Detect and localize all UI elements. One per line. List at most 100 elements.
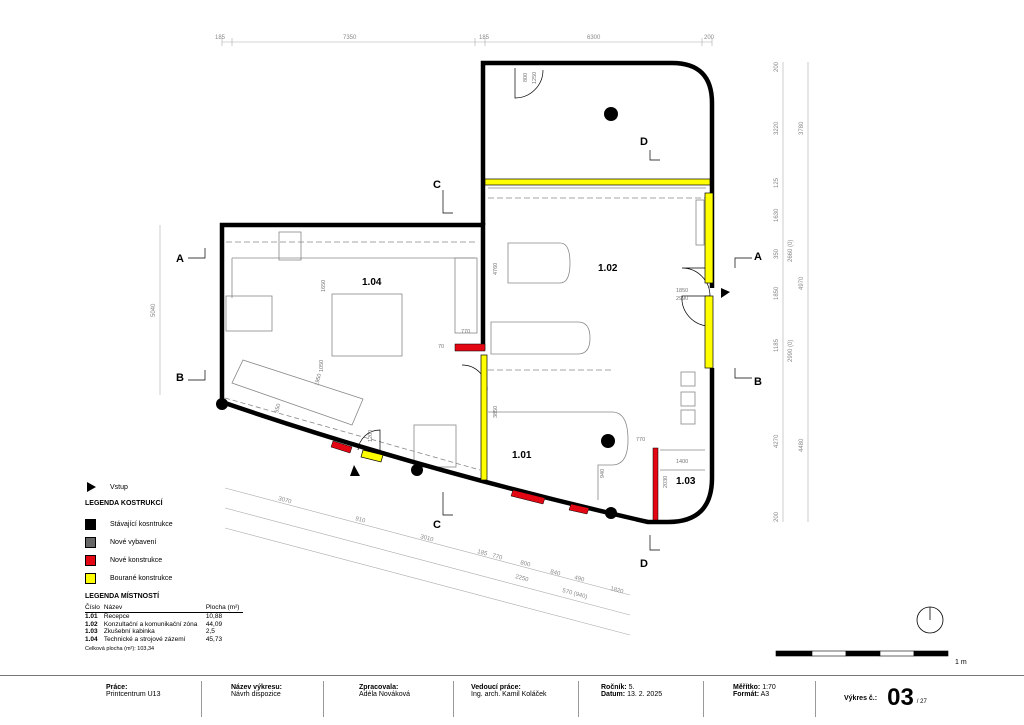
furniture xyxy=(224,187,706,500)
dim-top-2: 7350 xyxy=(343,35,357,41)
tb-supervisor: Vedoucí práce: Ing. arch. Kamil Koláček xyxy=(465,684,575,716)
tb-format-label: Formát: xyxy=(733,691,760,698)
legend-item-label: Bourané konstrukce xyxy=(110,574,173,582)
dim-right-7: 1850 xyxy=(774,286,780,300)
tb-drawing-name-label: Název výkresu: xyxy=(231,684,282,691)
dim-right-outer-1: 3780 xyxy=(799,121,805,135)
inner-dim-11: 1400 xyxy=(676,459,688,465)
tb-sheet-total: / 27 xyxy=(916,699,927,705)
bottom-dimension-chain xyxy=(224,487,631,636)
tb-work-label: Práce: xyxy=(106,684,128,691)
table-cell: Technické a strojové zázemí xyxy=(103,635,186,643)
rooms-legend: LEGENDA MÍSTNOSTÍ Číslo Název Plocha (m²… xyxy=(85,593,244,652)
table-cell: 1.02 xyxy=(85,620,98,628)
table-cell: Zkušební kabinka xyxy=(103,628,155,635)
tb-drawing-name: Název výkresu: Návrh dispozice xyxy=(225,684,320,716)
table-row: 1.02 Konzultační a komunikační zóna 44,0… xyxy=(85,621,243,629)
tb-author-value: Adéla Nováková xyxy=(359,691,410,698)
legend-swatch xyxy=(85,572,96,584)
section-a-left: A xyxy=(176,253,184,265)
doors xyxy=(357,68,711,455)
tb-supervisor-label: Vedoucí práce: xyxy=(471,684,521,691)
section-d-top: D xyxy=(640,136,648,148)
inner-dim-4: 70 xyxy=(438,344,444,350)
legend-title: LEGENDA KOSTRUKCÍ xyxy=(85,500,163,507)
right-dimension-chain xyxy=(782,62,809,522)
tb-sheet-label: Výkres č.: xyxy=(844,694,878,702)
legend-entry-label: Vstup xyxy=(110,483,128,491)
table-cell: 1.01 xyxy=(85,613,98,620)
scale-bar-label: 1 m xyxy=(955,659,967,666)
dim-top-1: 185 xyxy=(215,35,226,41)
inner-dim-14: 2990 xyxy=(676,296,688,302)
table-cell: 1.04 xyxy=(85,635,98,643)
construction-legend: Vstup LEGENDA KOSTRUKCÍ Stávající kosntr… xyxy=(85,480,173,587)
dim-bottom-10: 570 (940) xyxy=(561,588,587,600)
tb-sheet-value: 03 xyxy=(887,684,914,711)
tb-date-value: 13. 2. 2025 xyxy=(627,691,663,698)
rooms-legend-title: LEGENDA MÍSTNOSTÍ xyxy=(85,593,160,600)
tb-scale-label: Měřítko: xyxy=(733,684,761,691)
entrance-arrow-icon xyxy=(87,482,96,492)
legend-swatch xyxy=(85,554,96,566)
tb-year-value: 5. xyxy=(628,684,635,691)
inner-dim-1: 1650 xyxy=(321,280,327,292)
section-a-right: A xyxy=(754,251,762,263)
tb-author-label: Zpracovala: xyxy=(359,684,399,691)
dim-bottom-2: 910 xyxy=(354,516,366,525)
dim-bottom-9: 490 xyxy=(573,575,585,584)
inner-dim-3: 770 xyxy=(461,329,470,335)
tb-sheet-number: Výkres č.: 03 / 27 xyxy=(838,682,948,714)
table-cell: 2,5 xyxy=(205,628,215,635)
scale-bar xyxy=(775,650,949,657)
title-block: Práce: Printcentrum U13 Název výkresu: N… xyxy=(0,675,1024,725)
columns xyxy=(216,107,618,519)
inner-dim-5: 1950 xyxy=(314,373,323,386)
dim-bottom-1: 3070 xyxy=(277,496,292,505)
inner-dim-8: 3850 xyxy=(493,406,499,418)
dim-right-outer-2: 4970 xyxy=(799,276,805,290)
table-cell: 45,73 xyxy=(205,635,223,643)
legend-item-label: Stávající kosntrukce xyxy=(110,520,173,528)
dim-bottom-3: 3010 xyxy=(419,534,434,543)
legend-item: Nové vybavení xyxy=(85,533,173,551)
dim-right-4: 1630 xyxy=(774,208,780,222)
section-d-bottom: D xyxy=(640,558,648,570)
table-cell: 10,88 xyxy=(205,613,223,620)
table-cell: Konzultační a komunikační zóna xyxy=(103,620,198,628)
dim-right-6: 2660 (0) xyxy=(788,240,794,262)
dim-bottom-7: 2250 xyxy=(514,574,529,583)
dim-right-2: 3220 xyxy=(774,121,780,135)
north-arrow-icon xyxy=(916,606,944,634)
dim-top-4: 6300 xyxy=(587,35,601,41)
tb-drawing-name-value: Návrh dispozice xyxy=(231,691,281,698)
dim-top-5: 200 xyxy=(704,35,715,41)
tb-format-value: A3 xyxy=(760,691,770,698)
dim-bottom-4: 185 xyxy=(476,549,488,558)
top-dimension-chain xyxy=(221,38,713,46)
room-label-104: 1.04 xyxy=(362,277,382,288)
legend-swatch xyxy=(85,536,96,548)
table-row: 1.04 Technické a strojové zázemí 45,73 xyxy=(85,636,243,644)
inner-dim-12: 2030 xyxy=(663,476,669,488)
dim-bottom-6: 800 xyxy=(519,560,531,569)
legend-item-label: Nové vybavení xyxy=(110,538,157,546)
dim-right-outer-3: 4480 xyxy=(799,438,805,452)
inner-dim-15: 800 xyxy=(523,73,529,82)
inner-dim-6: 550 xyxy=(274,403,282,413)
section-c-bottom: C xyxy=(433,519,441,531)
inner-dim-17: 1200 xyxy=(368,430,374,442)
tb-year-label: Ročník: xyxy=(601,684,627,691)
table-cell: Recepce xyxy=(103,613,130,620)
dim-right-8: 1185 xyxy=(774,338,780,352)
inner-dim-10: 940 xyxy=(600,469,606,478)
inner-dim-2: 1050 xyxy=(319,360,325,372)
table-row: 1.01 Recepce 10,88 xyxy=(85,613,243,621)
room-label-103: 1.03 xyxy=(676,476,696,487)
room-label-101: 1.01 xyxy=(512,450,532,461)
dim-bottom-11: 1820 xyxy=(609,586,624,595)
new-walls xyxy=(330,343,659,521)
tb-author: Zpracovala: Adéla Nováková xyxy=(353,684,448,716)
dim-bottom-8: 840 xyxy=(549,569,561,578)
dim-top-3: 185 xyxy=(479,35,490,41)
